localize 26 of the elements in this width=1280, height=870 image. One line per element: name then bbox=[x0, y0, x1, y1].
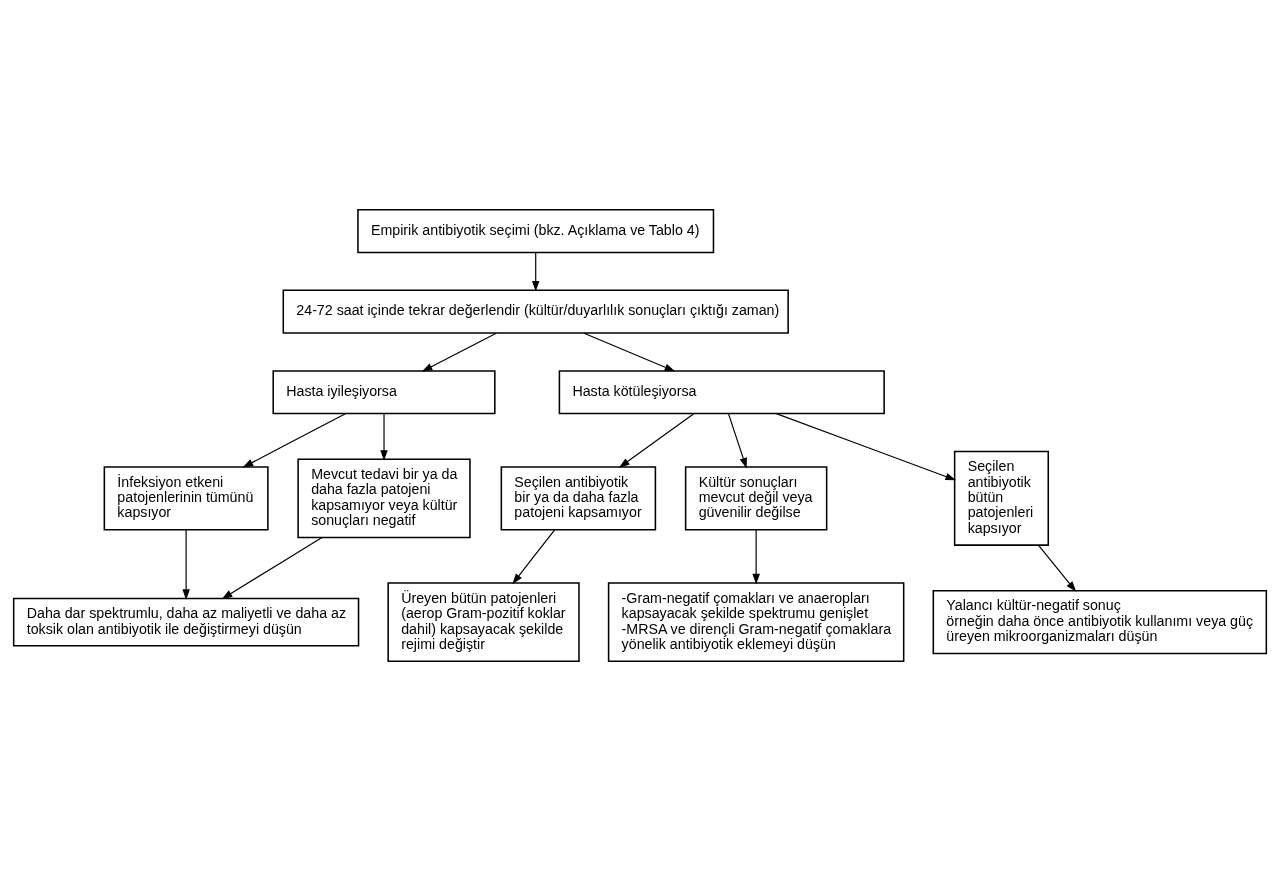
node-box: Daha dar spektrumlu, daha az maliyetli ve daha az toksik olan antibiyotik ile değiştirmeyi düşün bbox=[12, 597, 360, 647]
arrow bbox=[182, 528, 190, 600]
arrow bbox=[752, 528, 760, 585]
node-box: Seçilen antibiyotik bir ya da daha fazla patojeni kapsamıyor bbox=[500, 465, 657, 530]
node-box: Yalancı kültür-negatif sonuç örneğin daha önce antibiyotik kullanımı veya güç üreyen mikroorganizmaları düşün bbox=[932, 589, 1268, 654]
arrow bbox=[1038, 544, 1077, 592]
arrow bbox=[727, 412, 747, 469]
arrow bbox=[618, 412, 695, 468]
arrow bbox=[512, 528, 556, 584]
arrow bbox=[421, 332, 497, 372]
node-box: Mevcut tedavi bir ya da daha fazla patojeni kapsamıyor veya kültür sonuçları negatif bbox=[297, 457, 471, 538]
node-box: Empirik antibiyotik seçimi (bkz. Açıklama ve Tablo 4) bbox=[357, 208, 715, 253]
arrow bbox=[221, 536, 323, 599]
node-box: Kültür sonuçları mevcut değil veya güvenilir değilse bbox=[684, 465, 828, 530]
arrow bbox=[531, 251, 540, 292]
node-box: 24-72 saat içinde tekrar değerlendir (kültür/duyarlılık sonuçları çıktığı zaman) bbox=[282, 289, 789, 334]
arrow bbox=[380, 412, 388, 461]
arrow bbox=[775, 412, 957, 480]
arrow bbox=[583, 332, 676, 372]
node-box: Üreyen bütün patojenleri (aerop Gram-pozitif koklar dahil) kapsayacak şekilde rejimi değiştir bbox=[387, 581, 580, 662]
node-box: Seçilen antibiyotik bütün patojenleri kapsıyor bbox=[953, 450, 1050, 546]
node-box: Hasta iyileşiyorsa bbox=[272, 369, 496, 414]
arrow bbox=[242, 412, 346, 468]
node-box: Hasta kötüleşiyorsa bbox=[558, 369, 885, 414]
node-box: -Gram-negatif çomakları ve anaeropları kapsayacak şekilde spektrumu genişlet -MRSA ve dirençli Gram-negatif çomaklara yönelik antibiyotik eklemeyi düşün bbox=[607, 581, 905, 662]
node-box: İnfeksiyon etkeni patojenlerinin tümünü kapsıyor bbox=[103, 465, 269, 530]
